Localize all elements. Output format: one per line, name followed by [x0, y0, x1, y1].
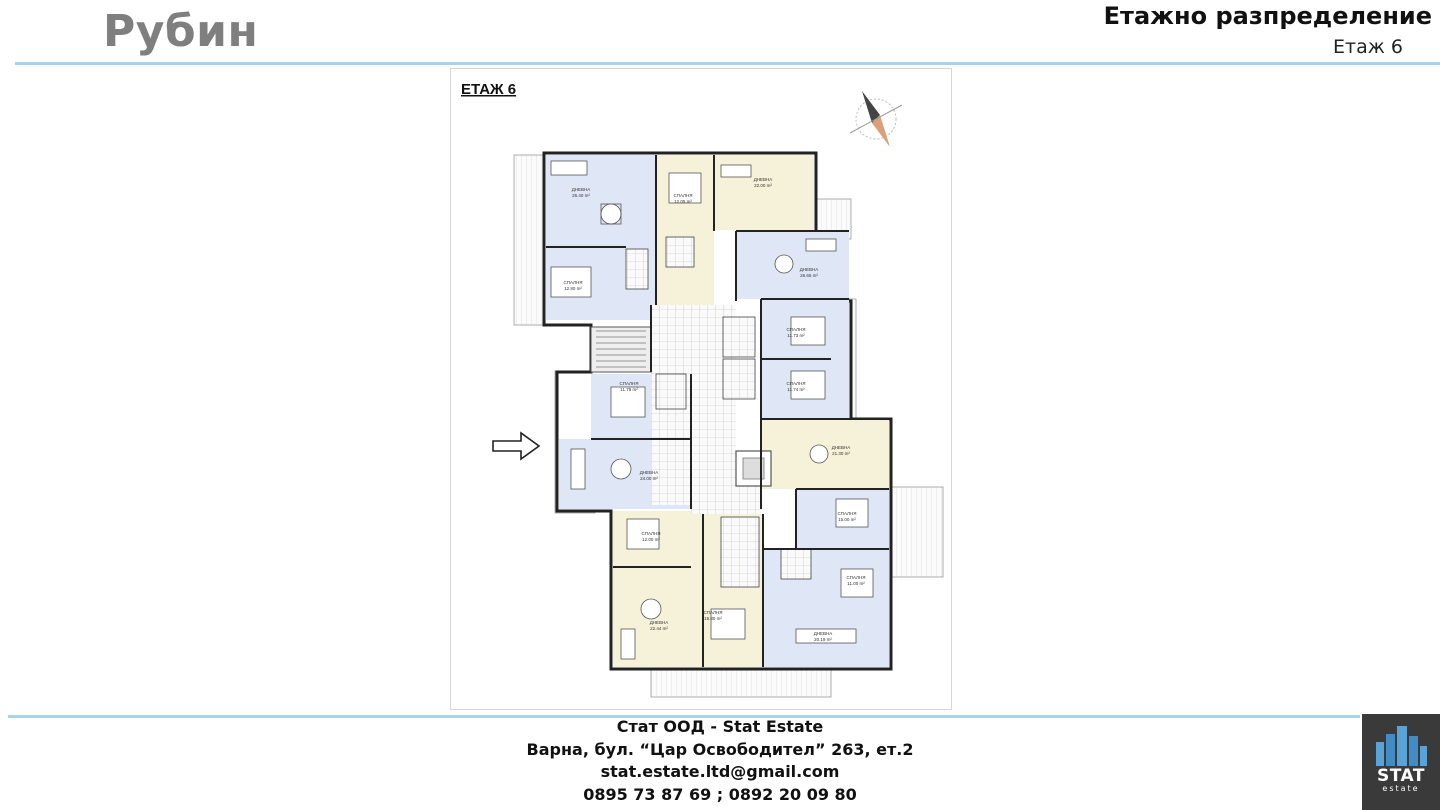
svg-text:26.40 m²: 26.40 m²: [572, 193, 590, 198]
floor-plan-image: ЕТАЖ 6: [450, 68, 952, 710]
svg-text:11.00 m²: 11.00 m²: [847, 581, 865, 586]
svg-text:20.19 m²: 20.19 m²: [814, 637, 832, 642]
svg-text:ДНЕВНА: ДНЕВНА: [650, 620, 669, 625]
svg-text:СПАЛНЯ: СПАЛНЯ: [673, 193, 692, 198]
company-email: stat.estate.ltd@gmail.com: [600, 762, 840, 781]
floor-label: ЕТАЖ 6: [461, 81, 516, 98]
furniture: [550, 160, 874, 660]
circulation-core: [590, 305, 772, 514]
company-name: Стат ООД - Stat Estate: [616, 717, 824, 736]
footer-contact: Стат ООД - Stat Estate Варна, бул. “Цар …: [0, 716, 1440, 806]
floor-subheading: Етаж 6: [1333, 36, 1403, 58]
svg-text:ДНЕВНА: ДНЕВНА: [814, 631, 833, 636]
svg-text:ДНЕВНА: ДНЕВНА: [800, 267, 819, 272]
svg-text:22.44 m²: 22.44 m²: [650, 626, 668, 631]
svg-text:21.30 m²: 21.30 m²: [832, 451, 850, 456]
entrance-arrow-icon: [492, 431, 541, 461]
stat-estate-logo: STAT estate: [1362, 714, 1440, 810]
svg-text:26.65 m²: 26.65 m²: [800, 273, 818, 278]
svg-text:СПАЛНЯ: СПАЛНЯ: [837, 511, 856, 516]
floor-plan-drawing: ЕТАЖ 6: [461, 81, 944, 698]
logo-wordmark: STAT: [1377, 766, 1425, 786]
svg-text:24.00 m²: 24.00 m²: [640, 476, 658, 481]
interior-walls: [546, 155, 889, 667]
page-heading: Етажно разпределение: [1103, 2, 1432, 30]
building-icon: [1376, 726, 1427, 766]
compass-icon: [849, 91, 903, 147]
svg-text:11.78 m²: 11.78 m²: [620, 387, 638, 392]
svg-text:СПАЛНЯ: СПАЛНЯ: [703, 610, 722, 615]
svg-text:СПАЛНЯ: СПАЛНЯ: [563, 280, 582, 285]
svg-text:12.05 m²: 12.05 m²: [674, 199, 692, 204]
svg-text:11.73 m²: 11.73 m²: [787, 333, 805, 338]
company-address: Варна, бул. “Цар Освободител” 263, ет.2: [526, 739, 914, 759]
svg-text:12.00 m²: 12.00 m²: [642, 537, 660, 542]
svg-text:СПАЛНЯ: СПАЛНЯ: [786, 381, 805, 386]
svg-text:ДНЕВНА: ДНЕВНА: [640, 470, 659, 475]
bottom-divider: [8, 715, 1360, 718]
bathrooms: [625, 236, 812, 588]
svg-text:СПАЛНЯ: СПАЛНЯ: [786, 327, 805, 332]
svg-text:15.00 m²: 15.00 m²: [838, 517, 856, 522]
svg-text:11.74 m²: 11.74 m²: [787, 387, 805, 392]
logo-subtext: estate: [1382, 784, 1420, 793]
svg-text:ДНЕВНА: ДНЕВНА: [572, 187, 591, 192]
svg-text:СПАЛНЯ: СПАЛНЯ: [619, 381, 638, 386]
top-divider: [15, 62, 1440, 65]
svg-text:ДНЕВНА: ДНЕВНА: [832, 445, 851, 450]
svg-text:22.00 m²: 22.00 m²: [754, 183, 772, 188]
svg-text:16.80 m²: 16.80 m²: [704, 616, 722, 621]
svg-text:ДНЕВНА: ДНЕВНА: [754, 177, 773, 182]
svg-text:12.80 m²: 12.80 m²: [564, 286, 582, 291]
svg-text:СПАЛНЯ: СПАЛНЯ: [641, 531, 660, 536]
svg-text:СПАЛНЯ: СПАЛНЯ: [846, 575, 865, 580]
company-phones: 0895 73 87 69 ; 0892 20 09 80: [583, 784, 857, 804]
building-title: Рубин: [103, 6, 259, 57]
